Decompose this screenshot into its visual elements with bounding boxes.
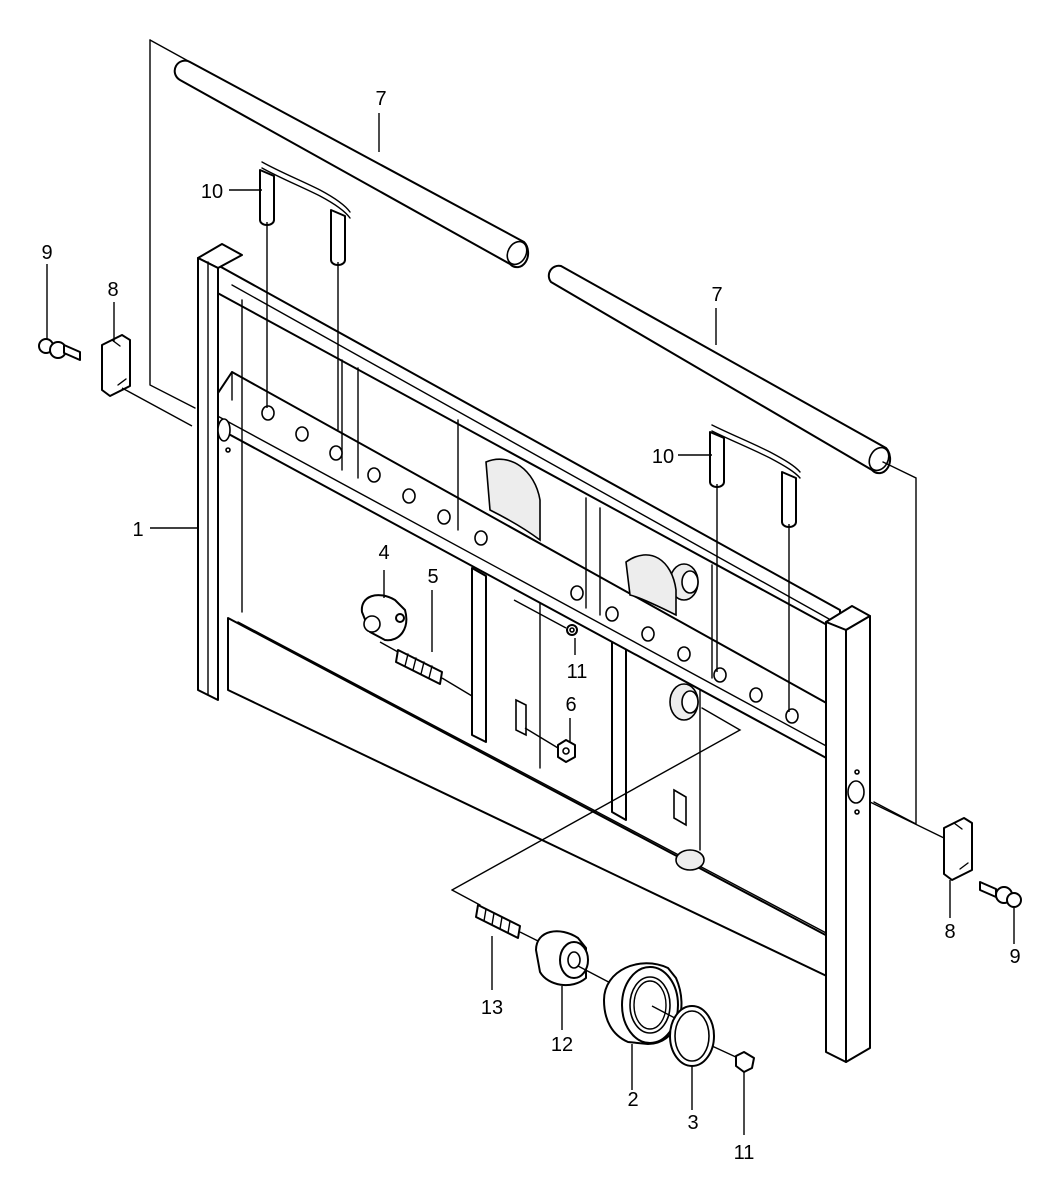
pin-chain-upper — [259, 161, 351, 430]
callout-11-lower: 11 — [733, 1142, 755, 1164]
callout-2: 2 — [627, 1089, 639, 1111]
callout-6: 6 — [565, 694, 577, 716]
screw-lower — [735, 1051, 755, 1073]
callout-8-left: 8 — [107, 279, 119, 301]
callout-12: 12 — [550, 1034, 574, 1056]
callout-9-left: 9 — [41, 242, 53, 264]
nut — [524, 727, 576, 763]
stud-13 — [475, 904, 541, 943]
callout-leaders — [46, 113, 1015, 1135]
bolt-left — [38, 338, 193, 427]
callout-4: 4 — [378, 542, 390, 564]
callout-11-upper: 11 — [566, 661, 588, 683]
callout-7-upper: 7 — [375, 88, 387, 110]
adjuster-bolt — [379, 641, 473, 697]
bearing-2 — [603, 962, 691, 1045]
callout-1: 1 — [132, 519, 144, 541]
main-frame — [197, 243, 871, 1063]
callout-8-right: 8 — [944, 921, 956, 943]
exploded-guide-lines — [451, 707, 742, 906]
spacer-12 — [535, 930, 621, 989]
retainer-plate-right — [943, 817, 973, 881]
adjuster-block — [360, 594, 408, 642]
callout-13: 13 — [480, 997, 504, 1019]
assembly-lines — [149, 39, 917, 826]
snap-ring-3 — [669, 1005, 739, 1067]
retainer-plate-left — [101, 334, 131, 397]
callout-10-lower: 10 — [651, 446, 675, 468]
screw-upper — [513, 599, 578, 636]
callout-9-right: 9 — [1009, 946, 1021, 968]
shaft-lower — [547, 264, 892, 475]
callout-10-upper: 10 — [200, 181, 224, 203]
bolt-right — [869, 801, 1022, 908]
callout-5: 5 — [427, 566, 439, 588]
pin-chain-lower — [709, 424, 801, 712]
shaft-upper — [173, 59, 530, 269]
callout-7-lower: 7 — [711, 284, 723, 306]
callout-3: 3 — [687, 1112, 699, 1134]
